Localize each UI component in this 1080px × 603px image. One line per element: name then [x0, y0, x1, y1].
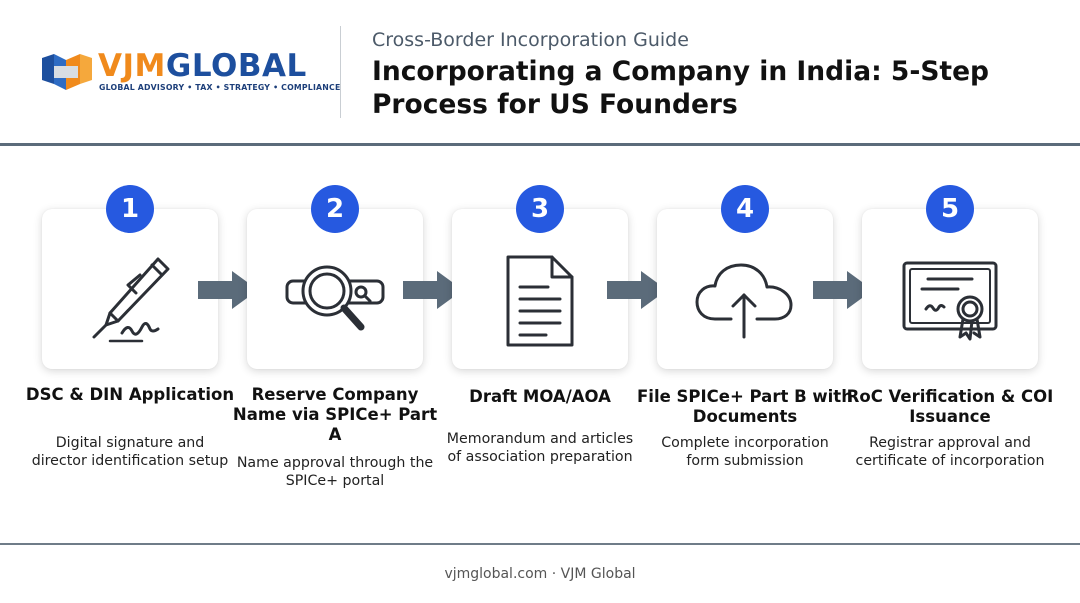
step-title: Reserve Company Name via SPICe+ Part A	[232, 385, 438, 444]
magnifier-search-icon	[285, 265, 385, 331]
brand-name-part2: GLOBAL	[165, 48, 307, 84]
step-number-badge: 2	[311, 185, 359, 233]
cloud-upload-icon	[695, 263, 793, 339]
logo-mark-icon	[42, 54, 92, 90]
top-divider	[0, 143, 1080, 146]
arrow-right-icon	[198, 271, 264, 309]
step-card	[247, 209, 423, 369]
certificate-icon	[902, 261, 998, 341]
step-description: Complete incorporation form submission	[661, 435, 829, 469]
step-title: DSC & DIN Application	[25, 385, 235, 404]
step-title: RoC Verification & COI Issuance	[846, 387, 1054, 426]
vjm-global-logo: VJMGLOBAL GLOBAL ADVISORY • TAX • STRATE…	[40, 48, 340, 96]
pen-signature-icon	[92, 257, 170, 343]
step-description: Name approval through the SPICe+ portal	[236, 455, 434, 489]
step-title: File SPICe+ Part B with Documents	[637, 387, 853, 426]
brand-name-part1: VJM	[98, 48, 166, 84]
header-divider	[340, 26, 341, 118]
footer-text: vjmglobal.com · VJM Global	[444, 566, 636, 582]
step-number-badge: 4	[721, 185, 769, 233]
header: VJMGLOBAL GLOBAL ADVISORY • TAX • STRATE…	[0, 0, 1080, 144]
step-card	[452, 209, 628, 369]
step-card	[42, 209, 218, 369]
arrow-right-icon	[607, 271, 673, 309]
step-description: Registrar approval and certificate of in…	[855, 435, 1045, 469]
arrow-right-icon	[813, 271, 879, 309]
bottom-divider	[0, 543, 1080, 545]
step-card	[862, 209, 1038, 369]
step-card	[657, 209, 833, 369]
step-number-badge: 1	[106, 185, 154, 233]
step-number-badge: 5	[926, 185, 974, 233]
step-description: Memorandum and articles of association p…	[446, 431, 634, 465]
document-icon	[506, 255, 574, 347]
page-title: Incorporating a Company in India: 5-Step…	[372, 56, 990, 120]
arrow-right-icon	[403, 271, 469, 309]
step-number-badge: 3	[516, 185, 564, 233]
brand-tagline: GLOBAL ADVISORY • TAX • STRATEGY • COMPL…	[99, 83, 341, 92]
brand-name: VJMGLOBAL	[98, 48, 307, 84]
step-title: Draft MOA/AOA	[469, 387, 611, 406]
step-description: Digital signature and director identific…	[31, 435, 229, 469]
guide-kicker: Cross-Border Incorporation Guide	[372, 29, 689, 51]
